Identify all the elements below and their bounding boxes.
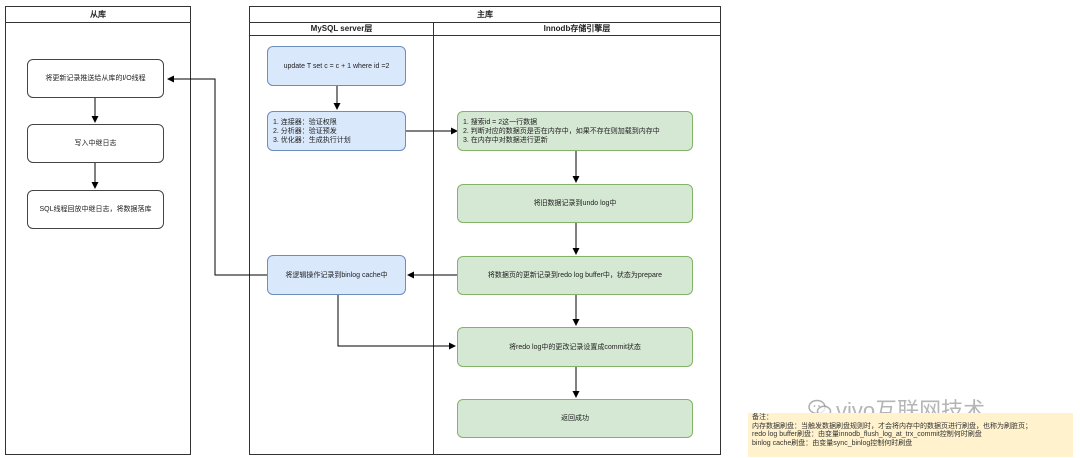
search-steps-node: 1. 搜索id = 2这一行数据 2. 判断对应的数据页是否在内存中，如果不存在… — [457, 111, 693, 151]
server-step-3: 3. 优化器：生成执行计划 — [273, 136, 351, 144]
redo-commit-node: 将redo log中的更改记录设置成commit状态 — [457, 327, 693, 367]
server-steps-node: 1. 连接器：验证权限 2. 分析器：验证预发 3. 优化器：生成执行计划 — [267, 111, 406, 151]
search-step-1: 1. 搜索id = 2这一行数据 — [463, 118, 538, 126]
push-io-node: 将更新记录推送给从库的I/O线程 — [27, 59, 164, 98]
edge-binlog-to-slave — [167, 75, 268, 276]
master-lane-title: 主库 — [250, 7, 720, 23]
relay-log-node: 写入中继日志 — [27, 124, 164, 163]
undo-log-text: 将旧数据记录到undo log中 — [533, 200, 617, 207]
note-line-1: 备注： — [752, 414, 773, 421]
innodb-layer-title: Innodb存储引擎层 — [434, 22, 720, 36]
sql-thread-text: SQL线程回放中继日志，将数据落库 — [39, 206, 152, 213]
edge-binlog-to-commit — [337, 295, 456, 350]
return-success-node: 返回成功 — [457, 399, 693, 438]
note-line-2: 内存数据刷盘：当触发数据刷盘规则时，才会将内存中的数据页进行刷盘，也称为刷脏页； — [752, 422, 1032, 430]
server-steps-list: 1. 连接器：验证权限 2. 分析器：验证预发 3. 优化器：生成执行计划 — [268, 118, 351, 145]
server-step-2: 2. 分析器：验证预发 — [273, 127, 337, 135]
search-step-2: 2. 判断对应的数据页是否在内存中，如果不存在则加载到内存中 — [463, 127, 660, 135]
layer-divider — [433, 36, 434, 454]
server-step-1: 1. 连接器：验证权限 — [273, 118, 337, 126]
redo-prepare-text: 将数据页的更新记录到redo log buffer中，状态为prepare — [487, 272, 663, 279]
note-line-4: binlog cache刷盘：由变量sync_binlog控制何时刷盘 — [752, 439, 913, 447]
search-step-3: 3. 在内存中对数据进行更新 — [463, 136, 548, 144]
edge-group — [91, 75, 580, 398]
sql-thread-node: SQL线程回放中继日志，将数据落库 — [27, 190, 164, 229]
note-line-3: redo log buffer刷盘：由变量innodb_flush_log_at… — [752, 431, 982, 438]
update-statement-text: update T set c = c + 1 where id =2 — [283, 62, 390, 70]
slave-lane-title: 从库 — [6, 7, 190, 23]
undo-log-node: 将旧数据记录到undo log中 — [457, 184, 693, 223]
search-steps-list: 1. 搜索id = 2这一行数据 2. 判断对应的数据页是否在内存中，如果不存在… — [458, 118, 660, 145]
redo-prepare-node: 将数据页的更新记录到redo log buffer中，状态为prepare — [457, 256, 693, 295]
binlog-cache-node: 将逻辑操作记录到binlog cache中 — [267, 255, 406, 295]
binlog-cache-text: 将逻辑操作记录到binlog cache中 — [285, 271, 388, 279]
relay-log-text: 写入中继日志 — [74, 140, 117, 147]
note-box: 备注： 内存数据刷盘：当触发数据刷盘规则时，才会将内存中的数据页进行刷盘，也称为… — [748, 413, 1073, 457]
update-statement-node: update T set c = c + 1 where id =2 — [267, 46, 406, 86]
redo-commit-text: 将redo log中的更改记录设置成commit状态 — [509, 343, 641, 351]
push-io-text: 将更新记录推送给从库的I/O线程 — [45, 75, 146, 82]
mysql-layer-title: MySQL server层 — [250, 22, 434, 36]
return-success-text: 返回成功 — [561, 415, 589, 422]
